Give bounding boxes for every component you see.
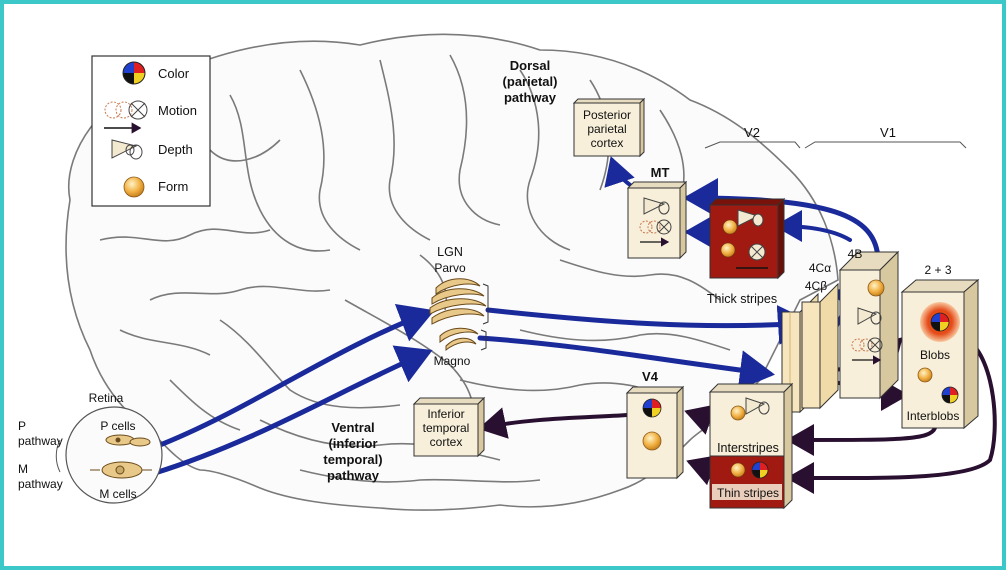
p-pathway-label-line1: P [18, 419, 26, 433]
magno-bracket [480, 329, 487, 351]
m-cells-icon [90, 461, 152, 479]
inferior-temporal-line1: Inferior [427, 407, 464, 421]
ventral-label-line4: pathway [327, 468, 380, 483]
retina-label: Retina [89, 391, 124, 405]
dorsal-label-line2: (parietal) [503, 74, 558, 89]
lgn-label: LGN [437, 245, 463, 259]
retina-circle [55, 406, 163, 504]
parvo-to-4cb-arrow [485, 304, 813, 345]
inferior-temporal-box: Inferior temporal cortex [412, 396, 486, 458]
dorsal-label-line3: pathway [504, 90, 557, 105]
dorsal-label-line1: Dorsal [510, 58, 550, 73]
mt-depth-icon [643, 197, 670, 215]
magno-label: Magno [434, 354, 471, 368]
posterior-parietal-line3: cortex [591, 136, 624, 150]
v2-thin-stripes-box [709, 455, 785, 509]
interblobs-to-interstripes-arrow [786, 424, 937, 456]
interstripes-form-icon [730, 405, 746, 421]
ventral-label-line3: temporal) [323, 452, 382, 467]
m-pathway-label-line2: pathway [18, 477, 63, 491]
form-icon [123, 176, 145, 198]
thick-stripes-form-icon [722, 219, 738, 235]
thin-stripes-to-v4-arrow [686, 455, 719, 486]
v1-layer-4b [838, 250, 900, 400]
legend-depth-label: Depth [158, 142, 193, 157]
thin-stripes-color-icon [751, 461, 769, 479]
inferior-temporal-line3: cortex [430, 435, 463, 449]
p-pathway-arrow [152, 303, 435, 450]
m-cells-label: M cells [99, 487, 136, 501]
layer-4cb-label: 4Cβ [805, 279, 827, 293]
blobs-color-icon [930, 312, 950, 332]
v2-label: V2 [744, 125, 760, 140]
interblobs-color-icon [941, 386, 959, 404]
layer-4b-label: 4B [848, 247, 863, 261]
legend-motion-label: Motion [158, 103, 197, 118]
posterior-parietal-line1: Posterior [583, 108, 631, 122]
v1-layer-2-3 [900, 278, 980, 430]
thick-stripes-depth-icon [737, 209, 764, 227]
thin-stripes-label: Thin stripes [717, 486, 779, 500]
legend-box [91, 55, 211, 207]
m-pathway-arrow [152, 345, 433, 476]
interstripes-label: Interstripes [717, 441, 779, 455]
p-pathway-label-line2: pathway [18, 434, 63, 448]
ventral-label-line1: Ventral [331, 420, 374, 435]
parvo-bracket [482, 283, 489, 325]
v4-color-icon [642, 398, 662, 418]
thick-stripes-form-icon-2 [720, 242, 736, 258]
parvo-label: Parvo [434, 261, 466, 275]
motion-icon [104, 100, 148, 134]
4b-depth-icon [857, 307, 882, 325]
p-cells-icon [105, 434, 151, 447]
interstripes-depth-icon [745, 397, 770, 415]
posterior-parietal-box: Posterior parietal cortex [572, 97, 646, 158]
interblobs-form-icon [917, 367, 933, 383]
thin-stripes-form-icon [730, 462, 746, 478]
interblobs-label: Interblobs [907, 409, 960, 423]
lgn-nucleus [429, 278, 487, 352]
color-icon [122, 61, 146, 85]
magno-to-4ca-arrow [477, 335, 775, 391]
blobs-label: Blobs [920, 348, 950, 362]
layer-4ca-label: 4Cα [809, 261, 831, 275]
legend: Color Motion Depth Form [91, 55, 211, 207]
v4-to-inferior-temporal-arrow [478, 407, 630, 439]
mt-box [626, 180, 688, 260]
v1-layer-4ca [801, 282, 839, 410]
mt-motion-icon [639, 219, 672, 247]
inferior-temporal-line2: temporal [423, 421, 470, 435]
4b-form-icon [867, 279, 885, 297]
4b-motion-icon [851, 337, 883, 365]
thick-stripes-box [708, 197, 786, 280]
v4-label: V4 [642, 369, 659, 384]
v2-interstripes-box [708, 382, 794, 510]
region-brackets [704, 141, 967, 149]
legend-color-label: Color [158, 66, 190, 81]
v1-label: V1 [880, 125, 896, 140]
thick-stripes-motion-icon [736, 243, 768, 269]
legend-form-label: Form [158, 179, 188, 194]
thick-stripes-label: Thick stripes [707, 292, 777, 306]
p-cells-label: P cells [100, 419, 135, 433]
posterior-parietal-line2: parietal [587, 122, 626, 136]
m-pathway-label-line1: M [18, 462, 28, 476]
v4-box [625, 385, 685, 480]
ventral-label-line2: (inferior [328, 436, 377, 451]
mt-label: MT [651, 165, 670, 180]
layer-2-3-label: 2 + 3 [924, 263, 951, 277]
depth-icon [111, 139, 143, 160]
interstripes-to-v4-arrow [684, 404, 716, 435]
blobs-to-thin-stripes-arrow [786, 338, 997, 494]
v4-form-icon [642, 431, 662, 451]
